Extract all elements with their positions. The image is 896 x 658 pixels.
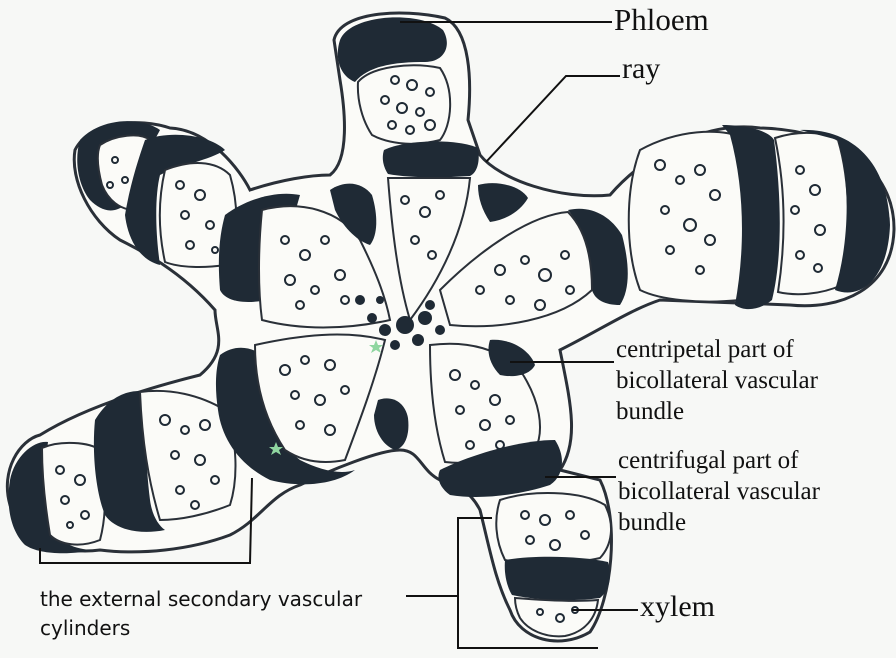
phloem-top-cap — [337, 17, 447, 83]
arm-top — [337, 17, 479, 323]
leader-external — [39, 477, 253, 564]
phloem-ul-mid — [125, 134, 225, 265]
leader-lines — [39, 21, 638, 649]
central-pith — [355, 295, 445, 350]
phloem-ray-bottom — [488, 339, 535, 377]
label-centripetal-line-1: centripetal part of — [616, 336, 794, 363]
arm-bottom — [374, 339, 612, 638]
arm-lower-left — [8, 333, 387, 554]
label-xylem: xylem — [640, 590, 715, 623]
label-centripetal-line-2: bicollateral vascular — [616, 367, 818, 394]
xylem-vessels — [55, 75, 826, 623]
phloem-ll-tip — [8, 441, 96, 554]
label-centripetal: centripetal part of bicollateral vascula… — [616, 334, 818, 427]
xylem-ll-tip — [40, 442, 106, 546]
phloem-ray-right — [478, 183, 528, 222]
label-centripetal-line-3: bundle — [616, 398, 685, 425]
arm-right — [438, 125, 890, 328]
bracket-xylem-bottom — [457, 517, 598, 649]
leader-ray — [485, 75, 620, 163]
star-marks — [269, 340, 383, 455]
phloem-ray-ul — [330, 183, 377, 245]
phloem-right-band — [722, 125, 780, 310]
phloem-ll-inner — [215, 347, 355, 485]
xylem-bottom-outer — [495, 492, 612, 565]
label-external-cylinders: the external secondary vascular cylinder… — [40, 585, 362, 643]
label-centrifugal: centrifugal part of bicollateral vascula… — [618, 445, 820, 538]
xylem-right-outer — [627, 130, 746, 303]
label-phloem: Phloem — [614, 2, 709, 37]
xylem-right-inner — [438, 210, 594, 328]
xylem-ll-mid — [138, 389, 237, 522]
label-centrifugal-line-2: bicollateral vascular — [618, 478, 820, 505]
phloem-ray-center-left — [374, 398, 409, 450]
phloem-bottom-band — [504, 556, 610, 601]
phloem-right-cap — [800, 129, 890, 293]
label-centrifugal-line-3: bundle — [618, 509, 687, 536]
phloem-bottom-inner — [438, 440, 562, 497]
xylem-top — [356, 64, 452, 145]
xylem-right-tip — [773, 131, 850, 296]
label-centrifugal-line-1: centrifugal part of — [618, 447, 799, 474]
label-external-line-1: the external secondary vascular — [40, 587, 363, 611]
phloem-top-band — [382, 141, 479, 178]
label-external-line-2: cylinders — [40, 616, 131, 640]
phloem-ll-mid — [93, 390, 165, 532]
label-ray: ray — [622, 52, 661, 85]
